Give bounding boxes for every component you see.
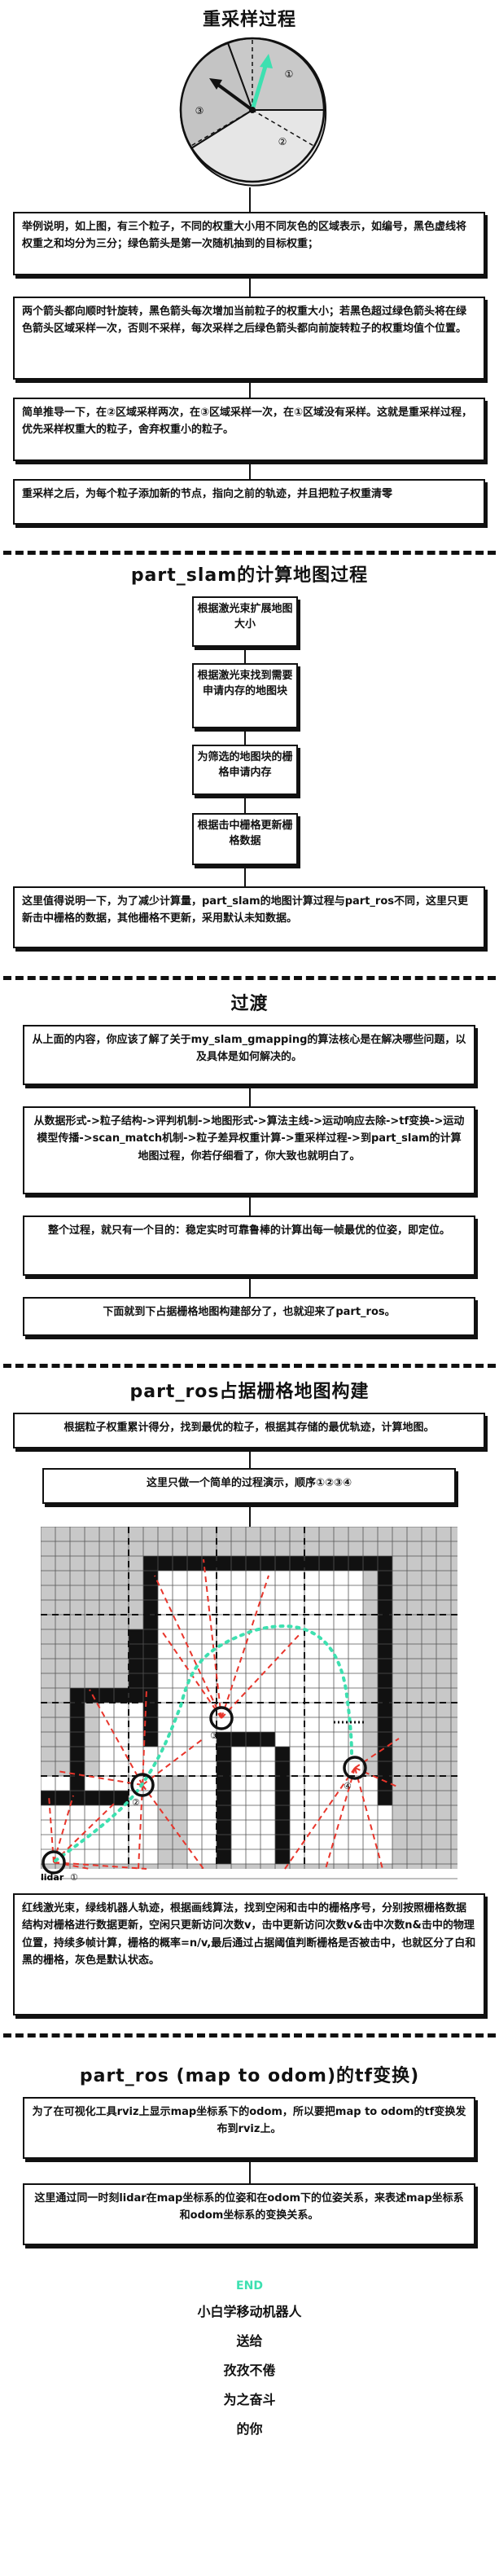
- ros-grid-box-2: 这里只做一个简单的过程演示，顺序①②③④: [42, 1468, 456, 1504]
- slam-note: 这里值得说明一下，为了减少计算量，part_slam的地图计算过程与part_r…: [13, 886, 485, 948]
- end-label: END: [236, 2279, 263, 2292]
- pose-2-circle: [130, 1773, 155, 1797]
- ros-tf-box-2: 这里通过同一时刻lidar在map坐标系的位姿和在odom下的位姿关系，来表述m…: [23, 2183, 475, 2245]
- resample-title: 重采样过程: [202, 10, 296, 30]
- grid-cells: [41, 1527, 457, 1869]
- transition-box-2: 从数据形式->粒子结构->评判机制->地图形式->算法主线->运动响应去除->t…: [23, 1106, 475, 1194]
- sector-label-2: ②: [278, 136, 287, 147]
- resample-box-3: 简单推导一下，在②区域采样两次，在③区域采样一次，在①区域没有采样。这就是重采样…: [13, 398, 485, 461]
- occupancy-grid-diagram: lidar ① ② ③ ④: [41, 1527, 457, 1883]
- resample-wheel-diagram: ① ② ③: [179, 37, 327, 187]
- ros-grid-box-1: 根据粒子权重累计得分，找到最优的粒子，根据其存储的最优轨迹，计算地图。: [13, 1413, 485, 1448]
- slam-step-2: 根据激光束找到需要申请内存的地图块: [192, 663, 298, 728]
- sector-label-3: ③: [195, 105, 204, 116]
- ending-line-2: 送给: [236, 2333, 263, 2349]
- divider-4: [3, 2033, 496, 2038]
- ros-grid-title: part_ros占据栅格地图构建: [129, 1382, 370, 1402]
- grid-label-4: ④: [344, 1781, 352, 1791]
- transition-box-1: 从上面的内容，你应该了解了关于my_slam_gmapping的算法核心是在解决…: [23, 1025, 475, 1085]
- divider-1: [3, 551, 496, 555]
- grid-label-2: ②: [132, 1797, 140, 1808]
- grid-lines: [41, 1527, 457, 1879]
- slam-step-1: 根据激光束扩展地图大小: [192, 596, 298, 647]
- transition-title: 过渡: [230, 994, 269, 1014]
- resample-box-1: 举例说明，如上图，有三个粒子，不同的权重大小用不同灰色的区域表示，如编号，黑色虚…: [13, 212, 485, 275]
- slam-step-3: 为筛选的地图块的栅格申请内存: [192, 745, 298, 795]
- pose-4-circle: [343, 1756, 367, 1780]
- divider-3: [3, 1364, 496, 1368]
- ros-tf-title: part_ros (map to odom)的tf变换): [79, 2066, 420, 2086]
- grid-label-1: ①: [70, 1872, 78, 1883]
- resample-box-4: 重采样之后，为每个粒子添加新的节点，指向之前的轨迹，并且把粒子权重清零: [13, 479, 485, 525]
- ros-tf-box-1: 为了在可视化工具rviz上显示map坐标系下的odom，所以要把map to o…: [23, 2097, 475, 2159]
- ending-line-3: 孜孜不倦: [223, 2363, 276, 2378]
- robot-trajectory: [54, 1624, 353, 1862]
- transition-box-4: 下面就到下占据栅格地图构建部分了，也就迎来了part_ros。: [23, 1297, 475, 1336]
- ending-line-5: 的你: [236, 2421, 263, 2437]
- ending-line-1: 小白学移动机器人: [197, 2304, 302, 2319]
- divider-2: [3, 976, 496, 980]
- sector-label-1: ①: [285, 68, 294, 80]
- resample-box-2: 两个箭头都向顺时针旋转，黑色箭头每次增加当前粒子的权重大小；若黑色超过绿色箭头将…: [13, 297, 485, 380]
- slam-step-4: 根据击中栅格更新栅格数据: [192, 813, 298, 865]
- transition-box-3: 整个过程，就只有一个目的：稳定实时可靠鲁棒的计算出每一帧最优的位姿，即定位。: [23, 1215, 475, 1276]
- ros-grid-box-3: 红线激光束，绿线机器人轨迹，根据画线算法，找到空闲和击中的栅格序号，分别按照栅格…: [13, 1893, 485, 2016]
- pose-3-circle: [209, 1706, 234, 1730]
- laser-rays: [48, 1558, 400, 1870]
- slam-title: part_slam的计算地图过程: [130, 565, 369, 586]
- grid-label-lidar: lidar: [41, 1872, 64, 1883]
- ending-line-4: 为之奋斗: [223, 2392, 276, 2407]
- grid-label-3: ③: [210, 1730, 218, 1741]
- pose-1-circle: [42, 1850, 66, 1875]
- resample-sector-2: [190, 109, 327, 187]
